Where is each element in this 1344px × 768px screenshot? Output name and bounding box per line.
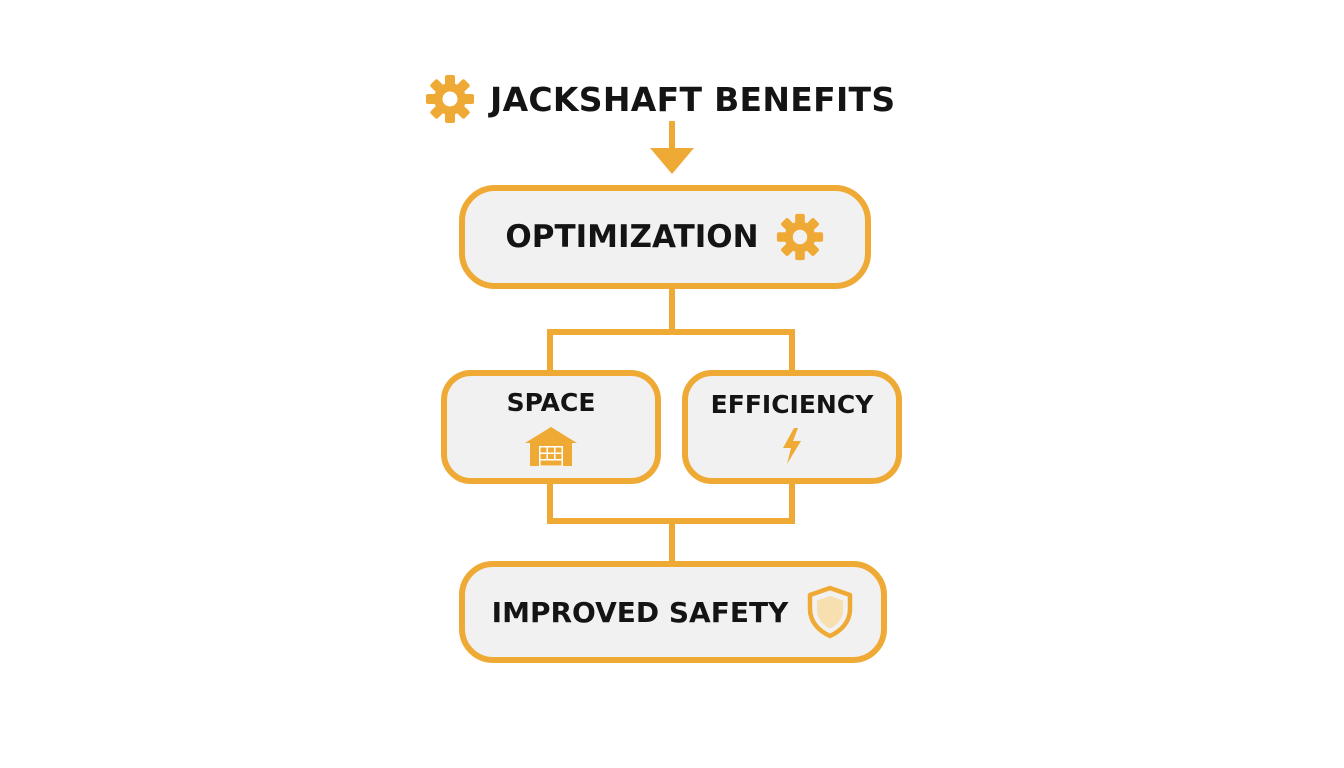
node-improved-safety-label: IMPROVED SAFETY	[491, 595, 789, 629]
garage-icon	[523, 425, 579, 467]
lightning-bolt-icon	[779, 427, 805, 465]
title-text: JACKSHAFT BENEFITS	[490, 79, 896, 119]
node-optimization-label: OPTIMIZATION	[505, 219, 759, 255]
node-space: SPACE	[441, 370, 661, 484]
node-space-label: SPACE	[506, 387, 596, 417]
node-improved-safety: IMPROVED SAFETY	[459, 561, 887, 663]
gear-icon	[775, 212, 825, 262]
connector-optimization-branch	[547, 286, 795, 373]
shield-icon	[806, 585, 854, 639]
diagram-title: JACKSHAFT BENEFITS	[424, 72, 895, 126]
gear-icon	[424, 73, 476, 125]
connector-merge-safety	[547, 481, 795, 564]
title-arrow-head	[650, 148, 694, 174]
node-optimization: OPTIMIZATION	[459, 185, 871, 289]
node-efficiency-label: EFFICIENCY	[710, 389, 874, 419]
node-efficiency: EFFICIENCY	[682, 370, 902, 484]
